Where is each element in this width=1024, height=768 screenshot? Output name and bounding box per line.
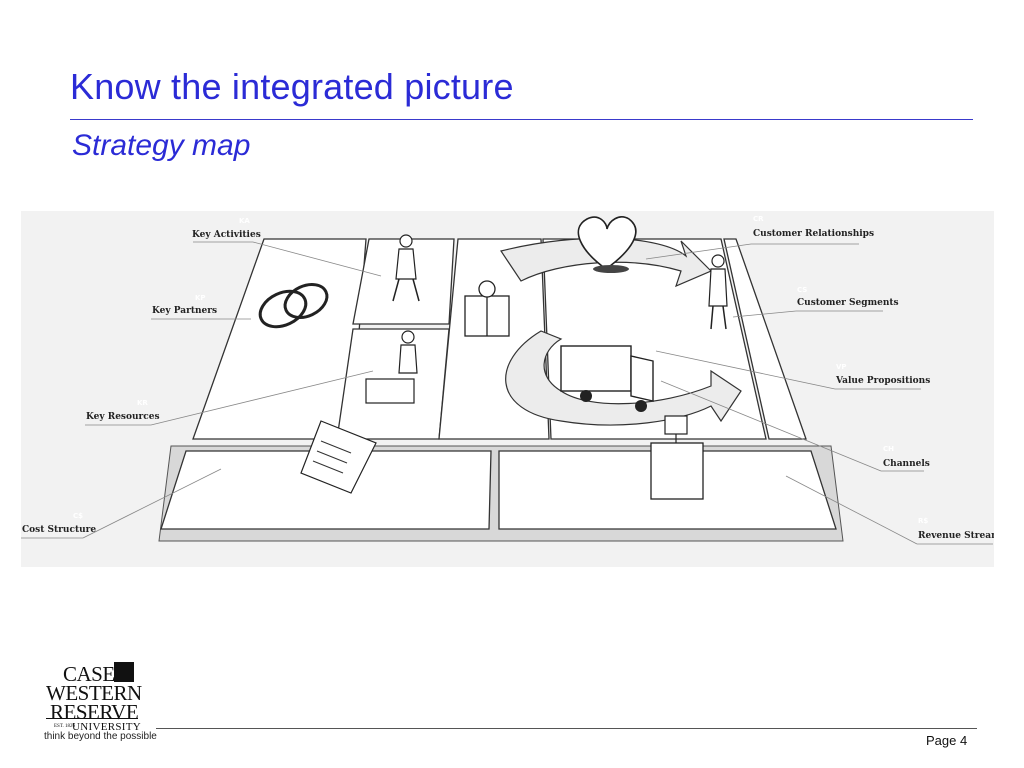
doc-line <box>316 450 348 464</box>
gift-bow <box>478 280 496 298</box>
label-customer-segments: Customer Segments <box>797 298 899 308</box>
truck-wheel <box>635 400 647 412</box>
heart-shadow <box>593 265 629 273</box>
logo-word-case: CASE <box>63 662 115 686</box>
loop-arrow-bottom <box>505 330 742 426</box>
truck-wheel <box>580 390 592 402</box>
customer-body <box>708 268 728 307</box>
leader-line <box>645 243 752 260</box>
worker-body <box>395 248 417 280</box>
label-customer-relationships: Customer Relationships <box>753 229 874 239</box>
label-key-resources: Key Resources <box>86 412 160 422</box>
code-key-resources: KR <box>137 399 148 407</box>
block-cost-structure <box>160 450 492 530</box>
resource-person-head <box>401 330 415 344</box>
code-key-partners: KP <box>195 294 206 302</box>
resource-machine <box>365 378 415 404</box>
worker-head <box>399 234 413 248</box>
logo-est: EST. 1826 <box>54 724 76 729</box>
label-key-activities: Key Activities <box>192 230 261 240</box>
cost-document-icon <box>300 420 377 494</box>
code-cost-structure: C$ <box>73 512 83 520</box>
worker-legs <box>392 278 420 302</box>
logo-rule <box>46 718 138 719</box>
label-channels: Channels <box>883 459 930 469</box>
label-cost-structure: Cost Structure <box>22 525 96 535</box>
footer-divider <box>156 728 977 729</box>
university-logo: CASE WESTERN RESERVE EST. 1826 UNIVERSIT… <box>42 662 154 744</box>
customer-legs <box>710 305 727 330</box>
leader-line <box>82 468 222 539</box>
logo-badge-icon <box>114 662 134 682</box>
doc-line <box>320 440 352 454</box>
code-customer-segments: CS <box>797 286 807 294</box>
leader-line <box>252 241 382 277</box>
logo-word-reserve: RESERVE <box>50 700 139 724</box>
truck-cab <box>630 355 654 402</box>
register-display <box>664 415 688 435</box>
label-revenue-streams: Revenue Streams <box>918 531 994 541</box>
cash-register-icon <box>650 442 704 500</box>
leader-line <box>655 350 836 390</box>
rings-icon <box>258 289 308 329</box>
code-customer-relationships: CR <box>753 215 764 223</box>
leader-line <box>660 380 882 472</box>
heart-icon <box>577 216 637 270</box>
block-key-activities <box>352 238 455 325</box>
leader-line <box>150 370 374 426</box>
leader-line <box>785 475 918 545</box>
title-divider <box>70 119 973 120</box>
label-value-propositions: Value Propositions <box>835 376 930 386</box>
code-value-propositions: VP <box>836 363 847 371</box>
slide-title: Know the integrated picture <box>70 66 514 107</box>
rings-icon-2 <box>283 283 329 319</box>
code-key-activities: KA <box>239 217 250 225</box>
code-channels: CH <box>883 445 894 453</box>
slide-subtitle: Strategy map <box>72 129 251 162</box>
logo-word-university: UNIVERSITY <box>72 721 141 733</box>
logo-word-western: WESTERN <box>46 681 142 705</box>
block-customer-segments <box>723 238 807 440</box>
resource-person-body <box>398 344 418 374</box>
customer-head <box>711 254 725 268</box>
truck-icon <box>560 345 632 392</box>
leader-line <box>732 310 797 318</box>
business-model-canvas-illustration: KA KP KR C$ CR CS VP CH R$ Key Activitie… <box>21 211 994 567</box>
doc-line <box>312 460 344 474</box>
canvas-drawing: KA KP KR C$ CR CS VP CH R$ Key Activitie… <box>21 211 994 567</box>
page-number: Page 4 <box>926 733 968 748</box>
logo-tagline: think beyond the possible <box>44 731 157 742</box>
code-revenue-streams: R$ <box>918 517 928 525</box>
label-key-partners: Key Partners <box>152 306 217 316</box>
